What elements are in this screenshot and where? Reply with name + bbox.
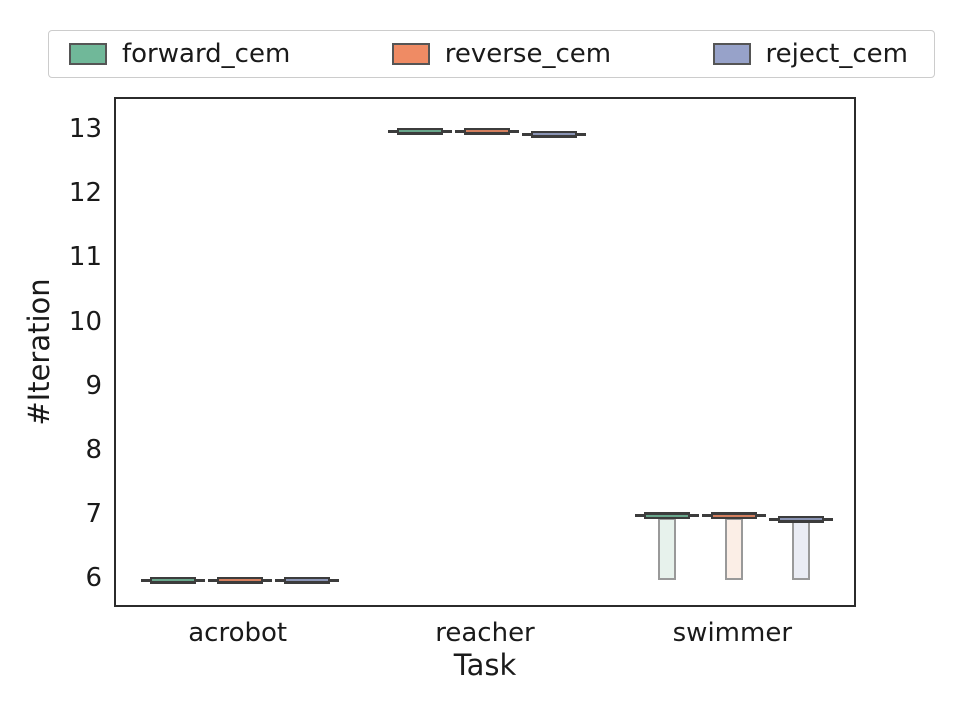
ytick-label: 13 [68, 114, 102, 145]
boxen-median-line [646, 514, 689, 517]
boxen-median-line [713, 514, 756, 517]
boxen-median-line [780, 518, 823, 521]
legend-label: forward_cem [122, 39, 291, 69]
ytick-label: 10 [68, 306, 102, 337]
xtick-label: swimmer [672, 618, 793, 648]
boxen-median-line [285, 579, 328, 582]
reject-cem-swatch-icon [712, 43, 751, 65]
boxen-median-line [466, 130, 508, 133]
xtick-label: acrobot [188, 618, 288, 648]
ytick-label: 9 [85, 370, 102, 401]
legend-item-reverse-cem: reverse_cem [391, 39, 612, 69]
boxen-pale-box [658, 517, 677, 581]
legend-label: reject_cem [765, 39, 908, 69]
legend-item-forward-cem: forward_cem [69, 39, 290, 69]
ytick-label: 7 [85, 498, 102, 529]
ytick-label: 12 [68, 178, 102, 209]
ytick-label: 11 [68, 242, 102, 273]
boxen-pale-box [725, 517, 744, 581]
x-axis-label: Task [453, 648, 517, 682]
forward-cem-swatch-icon [69, 43, 107, 65]
reverse-cem-swatch-icon [391, 43, 430, 65]
plot-area [114, 97, 856, 607]
boxen-median-line [218, 579, 261, 582]
legend-item-reject-cem: reject_cem [712, 39, 908, 69]
xtick-label: reacher [435, 618, 535, 648]
boxen-pale-box [792, 521, 811, 581]
legend: forward_cem reverse_cem reject_cem [48, 30, 935, 78]
boxen-median-line [151, 579, 194, 582]
ytick-label: 8 [85, 434, 102, 465]
ytick-label: 6 [85, 563, 102, 594]
boxen-median-line [533, 133, 575, 136]
y-axis-label: #Iteration [22, 278, 56, 426]
boxen-median-line [399, 130, 441, 133]
legend-label: reverse_cem [444, 39, 612, 69]
